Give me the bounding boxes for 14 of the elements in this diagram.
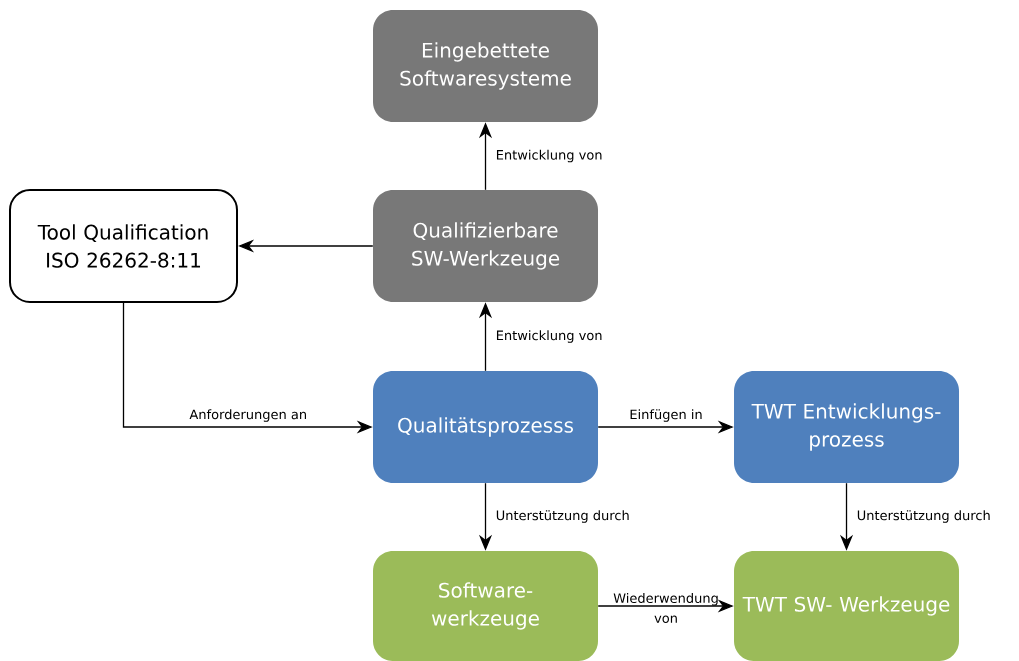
edge-label: Wiederwendung von bbox=[613, 592, 718, 624]
process-box: Qualitätsprozesss bbox=[373, 371, 598, 483]
process-box: Qualifizierbare SW-Werkzeuge bbox=[373, 190, 598, 302]
edge-label: Anforderungen an bbox=[189, 409, 306, 422]
edge-label: Entwicklung von bbox=[497, 149, 602, 163]
tool-box: TWT SW- Werkzeuge bbox=[734, 551, 959, 661]
edge-label: Unterstützung durch bbox=[857, 510, 990, 523]
edge-label: Unterstützung durch bbox=[496, 510, 629, 523]
process-box: Eingebettete Softwaresysteme bbox=[373, 10, 598, 122]
standard-box: Tool Qualification ISO 26262-8:11 bbox=[9, 189, 238, 303]
process-box: TWT Entwicklungs- prozess bbox=[734, 371, 959, 483]
tool-box: Software- werkzeuge bbox=[373, 551, 598, 661]
edge-label: Entwicklung von bbox=[497, 330, 602, 343]
edge-label: Einfügen in bbox=[630, 409, 702, 422]
